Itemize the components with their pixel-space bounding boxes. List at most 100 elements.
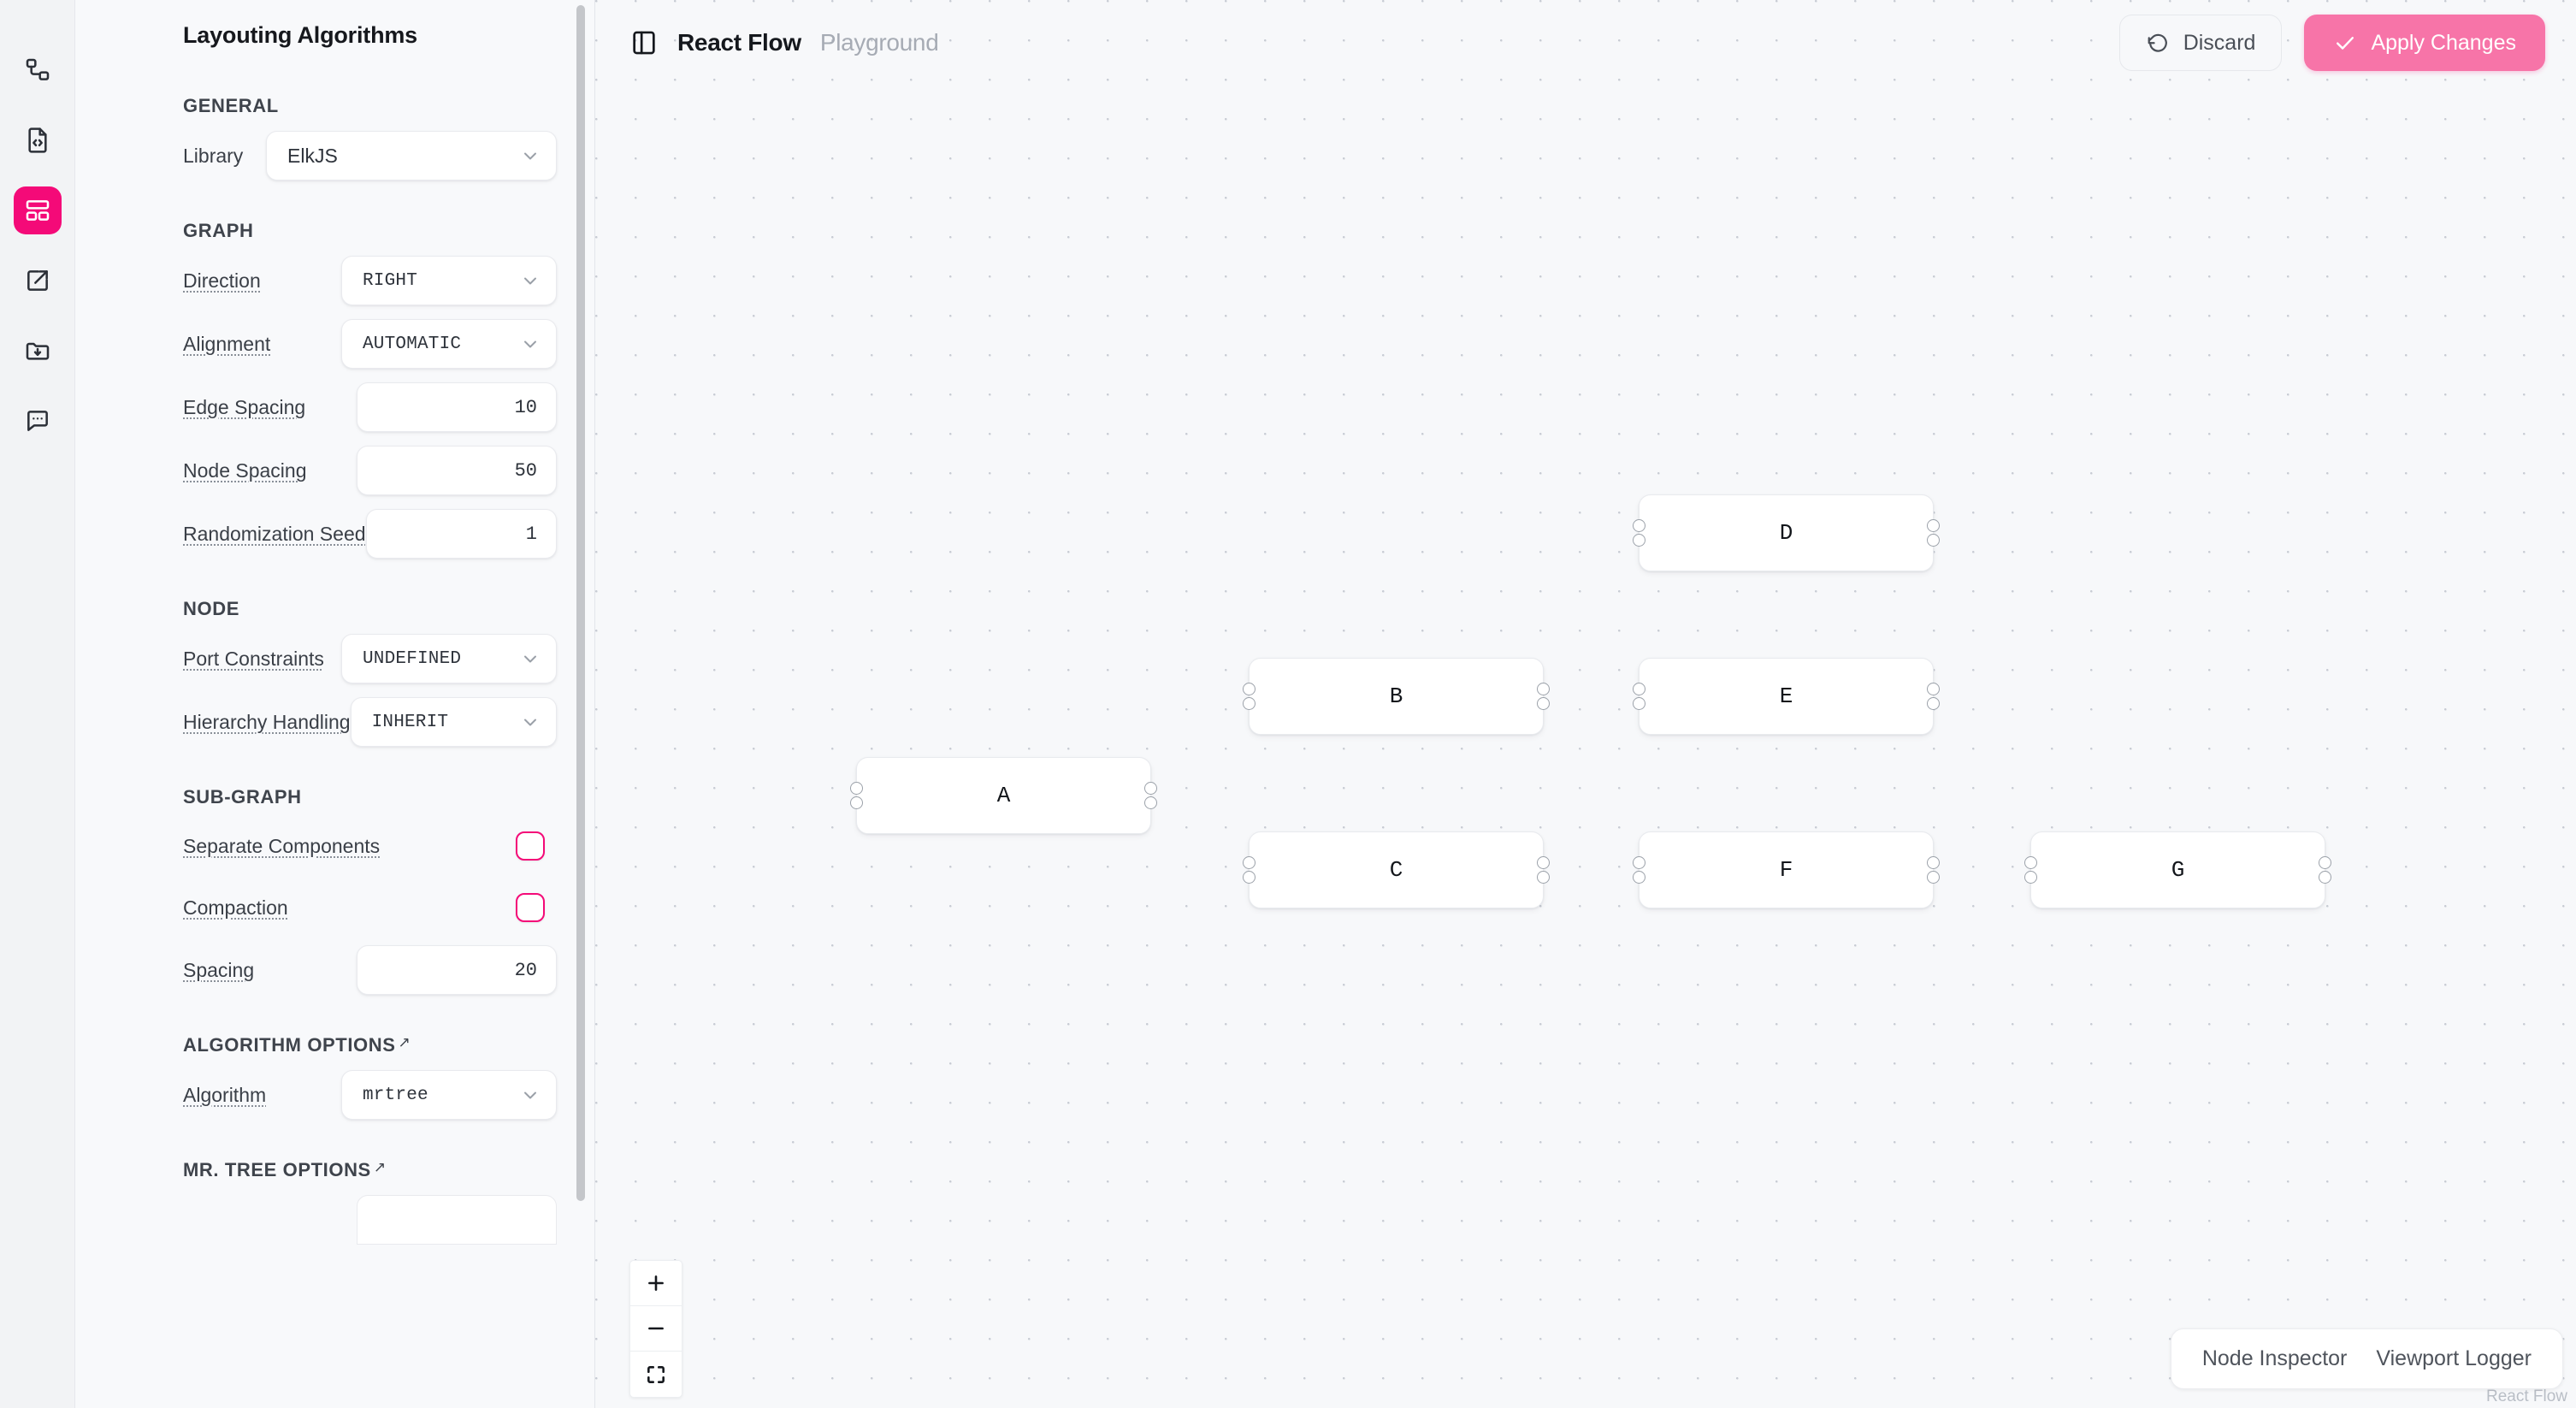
handle-right-bottom[interactable] (1927, 534, 1940, 547)
settings-row-label: Compaction (183, 896, 288, 919)
section-heading-label: SUB-GRAPH (183, 786, 302, 808)
viewport-logger-toggle[interactable]: Viewport Logger (2376, 1346, 2532, 1370)
handle-right-bottom[interactable] (1927, 697, 1940, 710)
handle-left-top[interactable] (1243, 856, 1256, 869)
number-input-value: 50 (514, 459, 537, 482)
settings-row-label: Randomization Seed (183, 522, 366, 545)
external-link-icon (24, 267, 51, 294)
handle-right-bottom[interactable] (1927, 871, 1940, 884)
number-input-value: 20 (514, 959, 537, 981)
handle-right-bottom[interactable] (2319, 871, 2331, 884)
flow-node[interactable]: F (1633, 831, 1940, 908)
rail-item-download[interactable] (14, 327, 62, 375)
handle-right-bottom[interactable] (1537, 697, 1550, 710)
checkbox[interactable] (516, 831, 545, 861)
section-heading[interactable]: ALGORITHM OPTIONS↗ (183, 1034, 557, 1056)
discard-button-label: Discard (2183, 30, 2256, 55)
check-icon (2333, 31, 2357, 55)
flow-node-label: F (1779, 857, 1793, 883)
nodes-graph-icon (24, 56, 51, 84)
handle-left-top[interactable] (2024, 856, 2037, 869)
settings-row (183, 1195, 557, 1245)
flow-node[interactable]: B (1243, 658, 1550, 735)
discard-button[interactable]: Discard (2118, 15, 2283, 71)
zoom-out-button[interactable] (630, 1306, 682, 1352)
handle-right-top[interactable] (1927, 519, 1940, 532)
external-link-arrow-icon: ↗ (398, 1034, 411, 1050)
select-value: UNDEFINED (363, 648, 462, 669)
settings-row: Port Constraints UNDEFINED (183, 634, 557, 683)
select-dropdown[interactable]: RIGHT (341, 256, 557, 305)
handle-left-top[interactable] (1633, 519, 1645, 532)
rail-item-code[interactable] (14, 116, 62, 164)
number-input[interactable]: 1 (365, 509, 557, 559)
handle-right-top[interactable] (1927, 856, 1940, 869)
flow-canvas[interactable]: React Flow Playground Discard (595, 0, 2576, 1408)
select-dropdown[interactable]: INHERIT (350, 697, 557, 747)
handle-left-bottom[interactable] (1633, 697, 1645, 710)
handle-right-bottom[interactable] (1144, 796, 1157, 809)
handle-left-top[interactable] (1633, 856, 1645, 869)
rail-item-open-external[interactable] (14, 257, 62, 305)
select-dropdown[interactable]: mrtree (341, 1070, 557, 1120)
rotate-ccw-icon (2146, 31, 2170, 55)
handle-left-top[interactable] (1633, 683, 1645, 695)
handle-left-bottom[interactable] (1243, 697, 1256, 710)
settings-row-label: Port Constraints (183, 647, 324, 670)
rail-item-layout[interactable] (13, 186, 62, 234)
app-subtitle: Playground (819, 29, 939, 56)
apply-changes-button-label: Apply Changes (2371, 30, 2516, 55)
handle-left-top[interactable] (1243, 683, 1256, 695)
flow-node[interactable]: G (2024, 831, 2331, 908)
flow-node[interactable]: E (1633, 658, 1940, 735)
topbar-actions: Discard Apply Changes (2118, 15, 2545, 71)
zoom-in-button[interactable] (630, 1261, 682, 1306)
handle-left-bottom[interactable] (1243, 871, 1256, 884)
handle-right-top[interactable] (1927, 683, 1940, 695)
handle-left-bottom[interactable] (850, 796, 863, 809)
checkbox[interactable] (516, 893, 545, 922)
number-input-value: 10 (514, 396, 537, 418)
flow-node[interactable]: D (1633, 494, 1940, 571)
select-dropdown[interactable]: ElkJS (266, 131, 557, 180)
handle-left-top[interactable] (850, 782, 863, 795)
chevron-down-icon (520, 334, 541, 354)
handle-left-bottom[interactable] (1633, 534, 1645, 547)
select-value: RIGHT (363, 270, 418, 291)
handle-right-top[interactable] (1537, 683, 1550, 695)
rail-item-feedback[interactable] (14, 397, 62, 445)
react-flow-attribution[interactable]: React Flow (2485, 1387, 2567, 1405)
handle-right-bottom[interactable] (1537, 871, 1550, 884)
apply-changes-button[interactable]: Apply Changes (2304, 15, 2545, 71)
handle-right-top[interactable] (2319, 856, 2331, 869)
number-input[interactable]: 20 (357, 945, 557, 995)
sidebar-scrollbar-thumb[interactable] (576, 5, 585, 1201)
section-heading[interactable]: MR. TREE OPTIONS↗ (183, 1159, 557, 1181)
handle-left-bottom[interactable] (1633, 871, 1645, 884)
select-dropdown[interactable]: UNDEFINED (341, 634, 557, 683)
flow-node[interactable]: C (1243, 831, 1550, 908)
select-dropdown[interactable]: AUTOMATIC (341, 319, 557, 369)
partial-input[interactable] (357, 1195, 557, 1245)
flow-node-label: A (996, 783, 1011, 808)
handle-right-top[interactable] (1144, 782, 1157, 795)
number-input[interactable]: 50 (357, 446, 557, 495)
handle-right-top[interactable] (1537, 856, 1550, 869)
select-value: INHERIT (371, 712, 449, 732)
settings-row-label: Separate Components (183, 834, 381, 857)
panel-toggle-icon[interactable] (629, 28, 659, 57)
devtools-panel: Node Inspector Viewport Logger (2170, 1328, 2563, 1389)
rail-item-nodes[interactable] (14, 46, 62, 94)
settings-row-label: Alignment (183, 332, 271, 355)
flow-node[interactable]: A (850, 757, 1157, 834)
number-input[interactable]: 10 (357, 382, 557, 432)
handle-left-bottom[interactable] (2024, 871, 2037, 884)
fit-view-button[interactable] (630, 1352, 682, 1397)
section-heading: GRAPH (183, 220, 557, 242)
node-inspector-toggle[interactable]: Node Inspector (2201, 1346, 2348, 1370)
